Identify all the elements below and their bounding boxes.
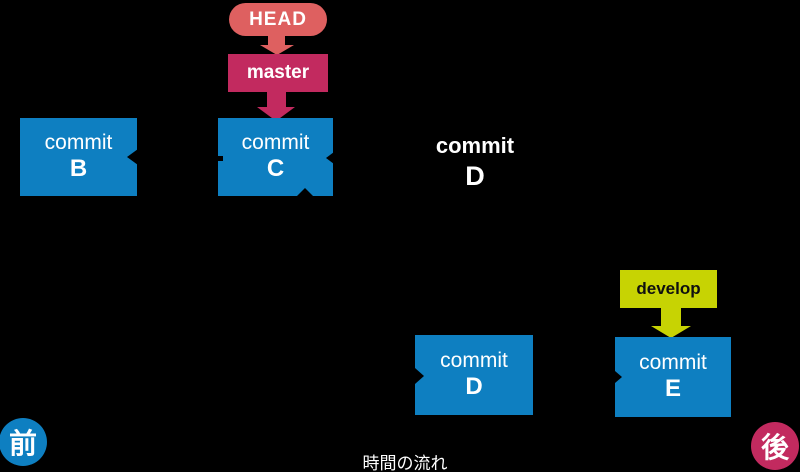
commit-c-node: commit C xyxy=(218,118,333,196)
timeline-start-badge: 前 xyxy=(0,418,47,466)
commit-d-ghost-word: commit xyxy=(435,133,515,158)
head-label-text: HEAD xyxy=(249,8,307,30)
commit-b-word: commit xyxy=(44,131,113,155)
master-label-text: master xyxy=(246,62,310,83)
arrowhead-notch-commit-b xyxy=(127,149,138,165)
develop-branch-label: develop xyxy=(620,270,717,308)
commit-e-word: commit xyxy=(639,351,707,375)
arrowtail-notch-commit-e xyxy=(615,371,622,383)
commit-d-id: D xyxy=(465,373,483,401)
master-branch-label: master xyxy=(228,54,328,92)
head-label: HEAD xyxy=(229,3,327,36)
timeline-axis-label: 時間の流れ xyxy=(362,454,448,472)
arrowhead-notch-commit-c-bottom xyxy=(297,188,313,196)
develop-to-commit-e-arrowhead-icon xyxy=(651,326,691,338)
develop-label-text: develop xyxy=(636,279,701,298)
arrowhead-notch-commit-c-right xyxy=(326,152,334,164)
commit-c-id: C xyxy=(266,155,285,183)
commit-d-node: commit D xyxy=(415,335,533,415)
arrowtail-notch-commit-d xyxy=(415,368,424,384)
commit-d-word: commit xyxy=(440,349,508,373)
master-to-commit-c-arrowhead-icon xyxy=(257,107,295,121)
timeline-end-text: 後 xyxy=(760,432,789,463)
timeline-end-badge: 後 xyxy=(751,422,799,470)
arrowtail-notch-commit-c xyxy=(218,156,223,161)
head-to-master-arrow xyxy=(268,34,285,46)
timeline-start-text: 前 xyxy=(8,428,37,459)
commit-e-node: commit E xyxy=(615,337,731,417)
commit-b-node: commit B xyxy=(20,118,137,196)
develop-to-commit-e-arrow xyxy=(661,308,681,327)
commit-b-id: B xyxy=(69,155,88,183)
commit-e-id: E xyxy=(664,375,681,403)
commit-c-word: commit xyxy=(241,131,310,155)
commit-d-ghost-node: commit D xyxy=(415,133,535,192)
master-to-commit-c-arrow xyxy=(267,92,286,108)
head-to-master-arrowhead-icon xyxy=(260,45,294,55)
commit-d-ghost-id: D xyxy=(465,161,485,192)
